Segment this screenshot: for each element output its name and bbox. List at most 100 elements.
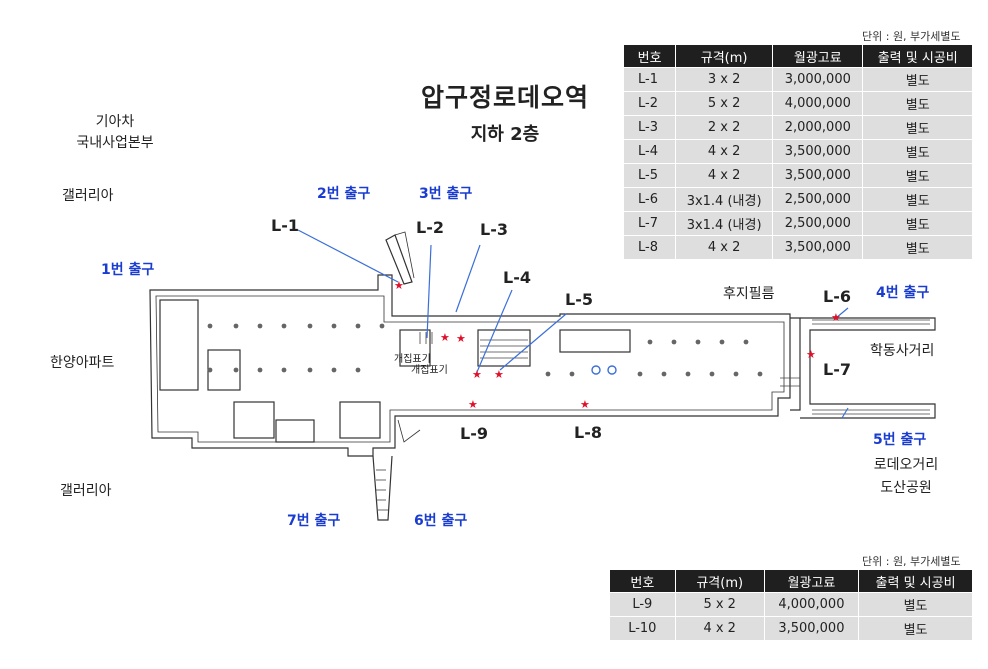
cell-price: 3,000,000 [772, 67, 864, 92]
col-number-header: 번호 [622, 44, 677, 68]
leader-l1 [297, 229, 399, 283]
cell-number: L-4 [622, 139, 677, 164]
cell-price: 3,500,000 [772, 163, 864, 188]
marker-l1: ★ [394, 279, 404, 292]
leader-l6 [835, 307, 849, 319]
station-title: 압구정로데오역 [420, 83, 589, 112]
cell-install: 별도 [858, 616, 973, 641]
marker-l9: ★ [468, 398, 478, 411]
table-header-row: 번호 규격(m) 월광고료 출력 및 시공비 [609, 569, 973, 593]
elevator-symbols [591, 365, 617, 375]
ad-label-l4: L-4 [503, 268, 531, 287]
marker-l4: ★ [472, 368, 482, 381]
cell-install: 별도 [862, 67, 973, 92]
cell-number: L-10 [609, 616, 676, 641]
marker-l8: ★ [580, 398, 590, 411]
columns [207, 323, 763, 377]
leader-l5 [499, 313, 567, 371]
cell-size: 3x1.4 (내경) [675, 211, 774, 236]
col-price-header: 월광고료 [763, 569, 860, 593]
ad-markers: ★ ★ ★ ★ ★ ★ ★ ★ ★ [394, 279, 841, 411]
exit-6-label: 6번 출구 [414, 513, 468, 529]
cell-size: 3x1.4 (내경) [675, 187, 774, 212]
cell-size: 5 x 2 [675, 91, 774, 116]
exit-4-label: 4번 출구 [876, 285, 930, 301]
cell-install: 별도 [862, 235, 973, 260]
marker-l5: ★ [494, 368, 504, 381]
plan-walls [149, 231, 936, 521]
col-price-header: 월광고료 [772, 44, 864, 68]
cell-number: L-7 [622, 211, 677, 236]
label-hanyang-apt: 한양아파트 [50, 355, 115, 371]
marker-l6: ★ [831, 311, 841, 324]
cell-number: L-6 [622, 187, 677, 212]
cell-number: L-8 [622, 235, 677, 260]
marker-l3: ★ [456, 332, 466, 345]
leader-lines [297, 229, 849, 419]
cell-price: 2,500,000 [772, 211, 864, 236]
label-gate-2: 개집표기 [411, 365, 448, 376]
bottom-table-unit-note: 단위 : 원, 부가세별도 [862, 555, 961, 568]
ad-label-l9: L-9 [460, 424, 488, 443]
label-kia: 기아차 국내사업본부 [76, 114, 154, 151]
cell-size: 5 x 2 [674, 592, 765, 617]
label-gate-1: 개집표기 [394, 354, 431, 365]
col-install-header: 출력 및 시공비 [858, 569, 973, 593]
ad-label-l1: L-1 [271, 216, 299, 235]
label-hakdong: 학동사거리 [870, 343, 935, 359]
marker-l2: ★ [440, 331, 450, 344]
label-galleria-bottom: 갤러리아 [60, 483, 112, 499]
ad-label-l8: L-8 [574, 423, 602, 442]
col-size-header: 규격(m) [674, 569, 765, 593]
cell-price: 3,500,000 [772, 235, 864, 260]
leader-l3 [455, 244, 481, 313]
ad-label-l3: L-3 [480, 220, 508, 239]
leader-l7 [841, 407, 849, 419]
cell-size: 3 x 2 [675, 67, 774, 92]
col-number-header: 번호 [609, 569, 676, 593]
cell-number: L-3 [622, 115, 677, 140]
cell-install: 별도 [862, 115, 973, 140]
label-fujifilm: 후지필름 [723, 286, 775, 302]
label-galleria-top: 갤러리아 [62, 188, 114, 204]
ad-label-l5: L-5 [565, 290, 593, 309]
exit-5-label: 5번 출구 [873, 432, 927, 448]
cell-number: L-5 [622, 163, 677, 188]
label-rodeo-dosan: 로데오거리 도산공원 [873, 457, 939, 496]
cell-size: 4 x 2 [674, 616, 765, 641]
exit-3-label: 3번 출구 [419, 186, 473, 202]
ad-label-l7: L-7 [823, 360, 851, 379]
table-header-row: 번호 규격(m) 월광고료 출력 및 시공비 [622, 44, 973, 68]
exit-1-label: 1번 출구 [101, 262, 155, 278]
cell-price: 3,500,000 [763, 616, 860, 641]
cell-install: 별도 [862, 163, 973, 188]
cell-price: 3,500,000 [772, 139, 864, 164]
ad-label-l2: L-2 [416, 218, 444, 237]
leader-l4 [476, 289, 513, 373]
leader-l2 [426, 244, 432, 339]
exit-7-label: 7번 출구 [287, 513, 341, 529]
cell-install: 별도 [862, 211, 973, 236]
cell-price: 2,000,000 [772, 115, 864, 140]
cell-size: 4 x 2 [675, 235, 774, 260]
cell-price: 2,500,000 [772, 187, 864, 212]
floor-subtitle: 지하 2층 [470, 124, 540, 145]
cell-install: 별도 [862, 139, 973, 164]
ad-label-l6: L-6 [823, 287, 851, 306]
cell-install: 별도 [862, 91, 973, 116]
cell-size: 2 x 2 [675, 115, 774, 140]
top-table-unit-note: 단위 : 원, 부가세별도 [862, 30, 961, 43]
cell-price: 4,000,000 [763, 592, 860, 617]
col-install-header: 출력 및 시공비 [862, 44, 973, 68]
